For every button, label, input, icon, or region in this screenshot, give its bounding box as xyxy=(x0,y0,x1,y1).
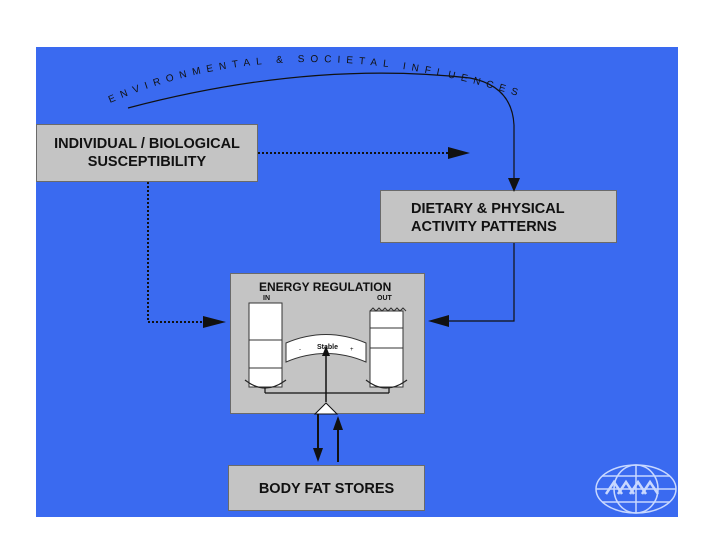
energy-in-label: IN xyxy=(263,295,270,302)
energy-regulation-box: ENERGY REGULATION IN OUT xyxy=(230,273,425,414)
dietary-line-2: ACTIVITY PATTERNS xyxy=(411,219,557,235)
individual-line-1: INDIVIDUAL / BIOLOGICAL xyxy=(54,136,240,152)
dietary-line-1: DIETARY & PHYSICAL xyxy=(411,201,565,217)
energy-regulation-title: ENERGY REGULATION xyxy=(259,280,392,294)
body-fat-stores-box: BODY FAT STORES xyxy=(228,465,425,511)
dietary-physical-box: DIETARY & PHYSICAL ACTIVITY PATTERNS xyxy=(380,190,617,243)
individual-biological-box: INDIVIDUAL / BIOLOGICAL SUSCEPTIBILITY xyxy=(36,124,258,182)
body-fat-label: BODY FAT STORES xyxy=(258,481,395,497)
energy-out-label: OUT xyxy=(377,295,392,302)
individual-line-2: SUSCEPTIBILITY xyxy=(87,154,207,170)
